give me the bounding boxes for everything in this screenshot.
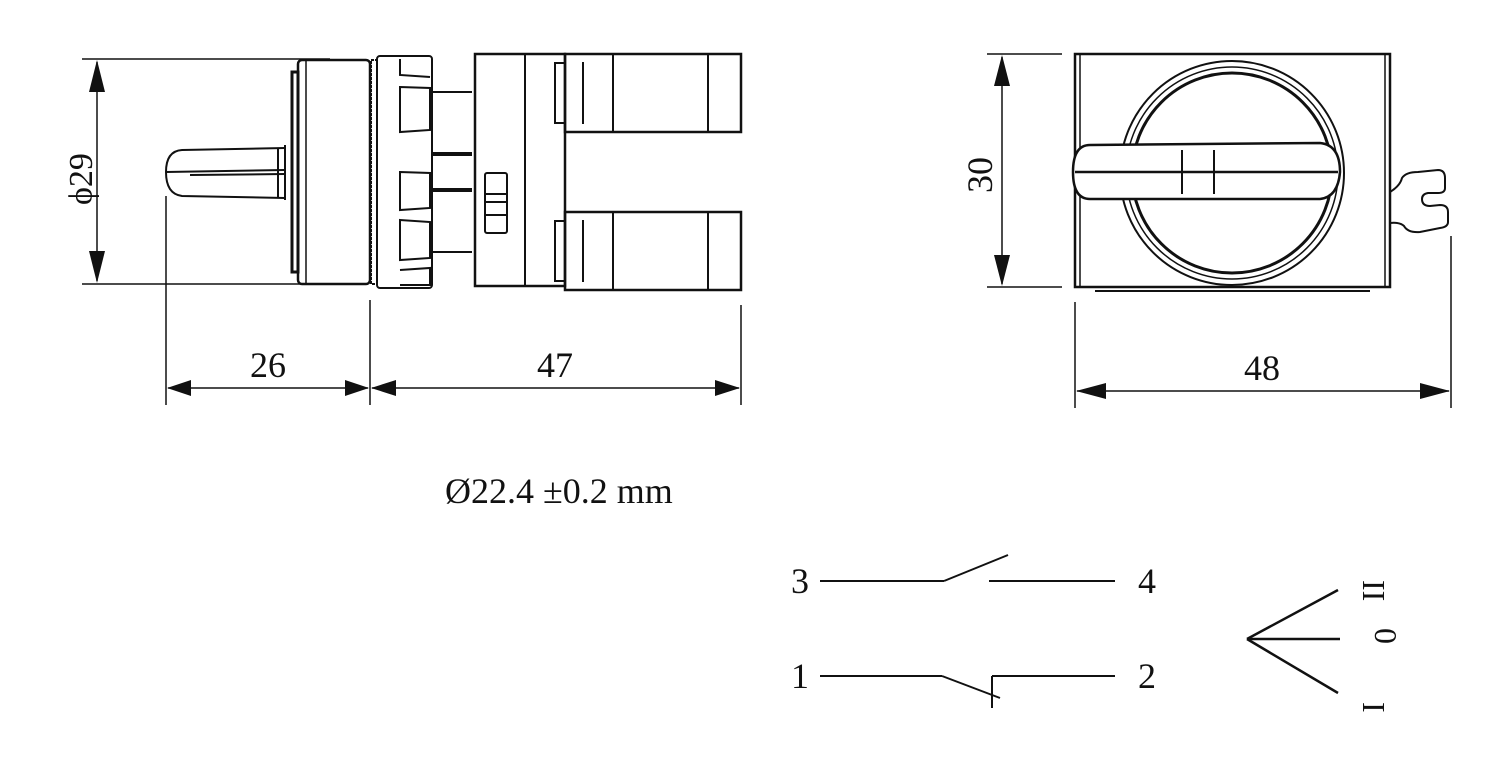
mounting-hole-label: Ø22.4 ±0.2 mm bbox=[445, 471, 673, 511]
length-dimensions bbox=[165, 196, 742, 405]
width-label: 48 bbox=[1244, 348, 1280, 388]
terminal-2-label: 2 bbox=[1138, 656, 1156, 696]
length-front-label: 26 bbox=[250, 345, 286, 385]
height-label: 30 bbox=[960, 157, 1000, 193]
terminal-3-label: 3 bbox=[791, 561, 809, 601]
height-dimension bbox=[987, 53, 1062, 288]
width-dimension bbox=[1074, 236, 1452, 408]
contact-circuit: 3 4 1 2 II 0 I bbox=[791, 554, 1404, 713]
side-view: ϕ29 bbox=[63, 52, 743, 405]
terminal-4-label: 4 bbox=[1138, 561, 1156, 601]
position-0-label: 0 bbox=[1368, 628, 1404, 644]
contact-no-3-4 bbox=[820, 554, 1115, 582]
knob-lever bbox=[164, 145, 286, 200]
position-I-label: I bbox=[1356, 702, 1392, 713]
rotary-knob bbox=[1071, 60, 1345, 286]
diameter-label: ϕ29 bbox=[63, 153, 100, 205]
locking-nut bbox=[376, 55, 472, 289]
bezel bbox=[290, 58, 378, 286]
position-indicator bbox=[1246, 588, 1340, 695]
front-view: 30 48 bbox=[960, 52, 1452, 408]
side-terminal-tab bbox=[1389, 168, 1449, 234]
contact-block-body bbox=[473, 52, 743, 292]
terminal-1-label: 1 bbox=[791, 656, 809, 696]
position-II-label: II bbox=[1356, 580, 1392, 601]
contact-nc-1-2 bbox=[820, 675, 1115, 708]
length-body-label: 47 bbox=[537, 345, 573, 385]
diameter-dimension bbox=[82, 58, 330, 285]
